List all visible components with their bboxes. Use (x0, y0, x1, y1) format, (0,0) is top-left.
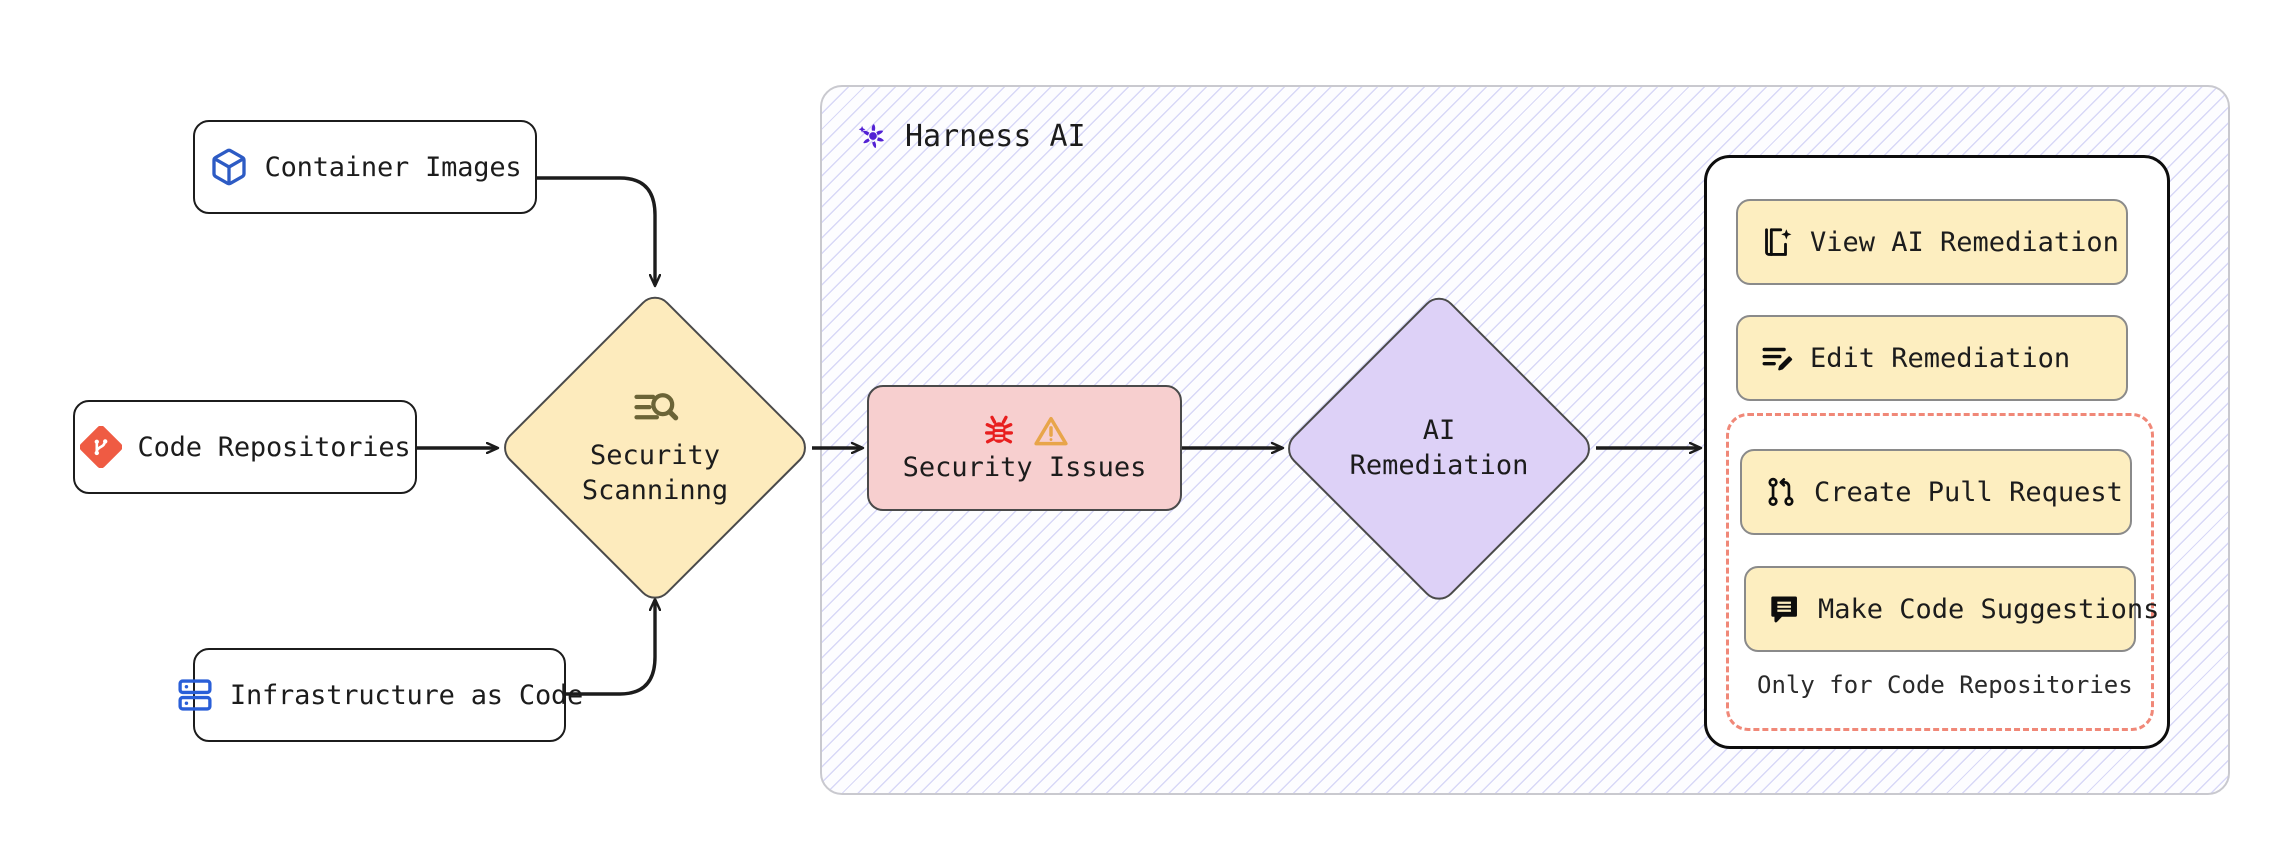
server-stack-icon (176, 676, 214, 714)
node-infrastructure-as-code[interactable]: Infrastructure as Code (178, 648, 583, 742)
view-ai-remediation-label: View AI Remediation (1810, 226, 2119, 258)
code-repositories-label: Code Repositories (137, 431, 411, 463)
security-scanning-label: Security Scanninng (581, 440, 729, 506)
bug-icon (980, 412, 1018, 450)
lines-pencil-icon (1760, 341, 1794, 375)
button-create-pull-request[interactable]: Create Pull Request (1740, 449, 2132, 535)
comment-lines-icon (1768, 592, 1802, 626)
harness-ai-title: Harness AI (855, 118, 1086, 154)
node-security-scanning[interactable]: Security Scanninng (496, 289, 814, 607)
security-issues-icons (980, 412, 1070, 450)
node-ai-remediation[interactable]: AI Remediation (1280, 290, 1598, 608)
code-repositories-only-group (1726, 413, 2154, 731)
scan-search-icon (631, 387, 679, 429)
button-make-code-suggestions[interactable]: Make Code Suggestions (1744, 566, 2159, 652)
make-code-suggestions-label: Make Code Suggestions (1818, 593, 2160, 625)
pull-request-icon (1764, 475, 1798, 509)
code-repositories-only-note: Only for Code Repositories (1757, 671, 2133, 699)
edge-infrastructure-to-scanning (566, 600, 655, 696)
document-sparkle-icon (1760, 225, 1794, 259)
infrastructure-as-code-label: Infrastructure as Code (229, 679, 584, 711)
edit-remediation-label: Edit Remediation (1810, 342, 2071, 374)
create-pull-request-label: Create Pull Request (1814, 476, 2123, 508)
node-container-images[interactable]: Container Images (193, 120, 537, 214)
node-code-repositories[interactable]: Code Repositories (73, 400, 417, 494)
security-issues-label: Security Issues (902, 451, 1147, 483)
edge-container-images-to-scanning (537, 176, 655, 285)
button-view-ai-remediation[interactable]: View AI Remediation (1736, 199, 2128, 285)
harness-pinwheel-icon (855, 118, 891, 154)
warning-triangle-icon (1032, 412, 1070, 450)
node-security-issues[interactable]: Security Issues (867, 385, 1182, 511)
container-images-label: Container Images (264, 151, 522, 183)
git-repository-icon (79, 426, 122, 468)
cube-icon (209, 147, 249, 187)
harness-ai-label: Harness AI (905, 118, 1086, 154)
button-edit-remediation[interactable]: Edit Remediation (1736, 315, 2128, 401)
ai-remediation-label: AI Remediation (1349, 415, 1529, 481)
